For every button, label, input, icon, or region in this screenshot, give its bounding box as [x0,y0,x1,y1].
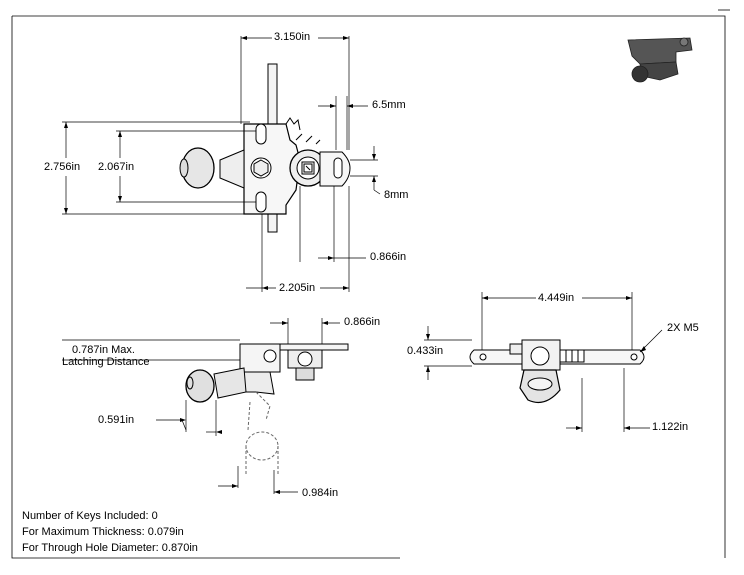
dim-latching-line2: Latching Distance [62,356,150,368]
top-view [469,339,645,403]
dim-front-width: 3.150in [274,31,311,43]
iso-thumbnail [627,37,693,83]
dim-latching-line1: 0.787in Max. [72,344,135,356]
dim-hole-spacing: 2.067in [98,161,135,173]
side-view-dimensions [62,318,340,494]
dim-bottom-width: 2.205in [279,282,316,294]
front-view-arrows [64,36,376,290]
dim-slot-height: 8mm [384,189,409,201]
top-view-arrows [426,296,646,430]
side-view [185,343,349,476]
note-max-thickness: For Maximum Thickness: 0.079in [22,526,184,538]
note-through-hole: For Through Hole Diameter: 0.870in [22,542,198,554]
dim-side-top: 0.866in [344,316,381,328]
dim-outer-height: 2.756in [44,161,81,173]
front-view [179,63,351,233]
dim-swing: 0.984in [302,487,339,499]
note-keys: Number of Keys Included: 0 [22,510,158,522]
side-view-arrows [180,321,328,494]
dim-mount-holes: 2X M5 [667,322,699,334]
dim-top-length: 4.449in [538,292,575,304]
dim-slot-width: 6.5mm [372,99,406,111]
dim-right-offset: 0.866in [370,251,407,263]
dim-top-thickness: 0.433in [407,345,444,357]
sheet-border [11,9,730,559]
dim-knob-width: 0.591in [98,414,135,426]
dim-top-offset: 1.122in [652,421,689,433]
